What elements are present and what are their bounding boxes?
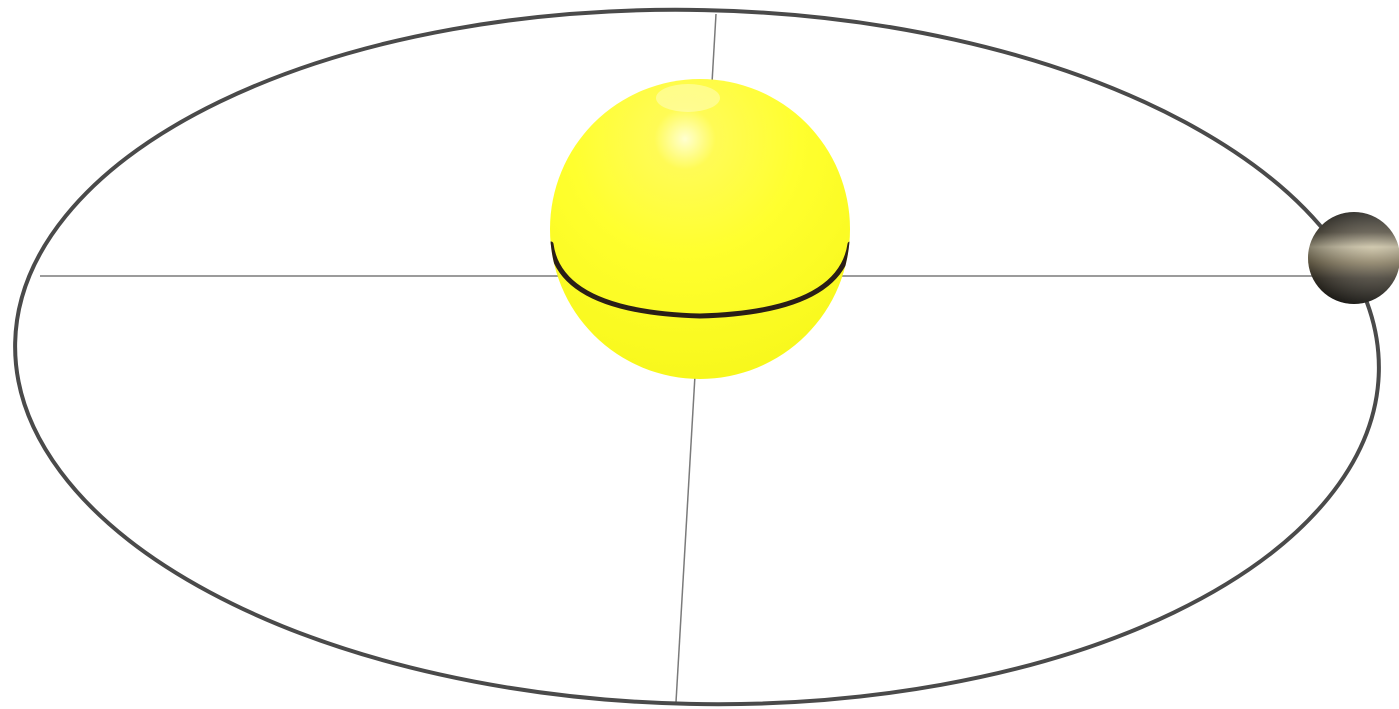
planet [1308,212,1399,304]
sun [550,79,850,379]
